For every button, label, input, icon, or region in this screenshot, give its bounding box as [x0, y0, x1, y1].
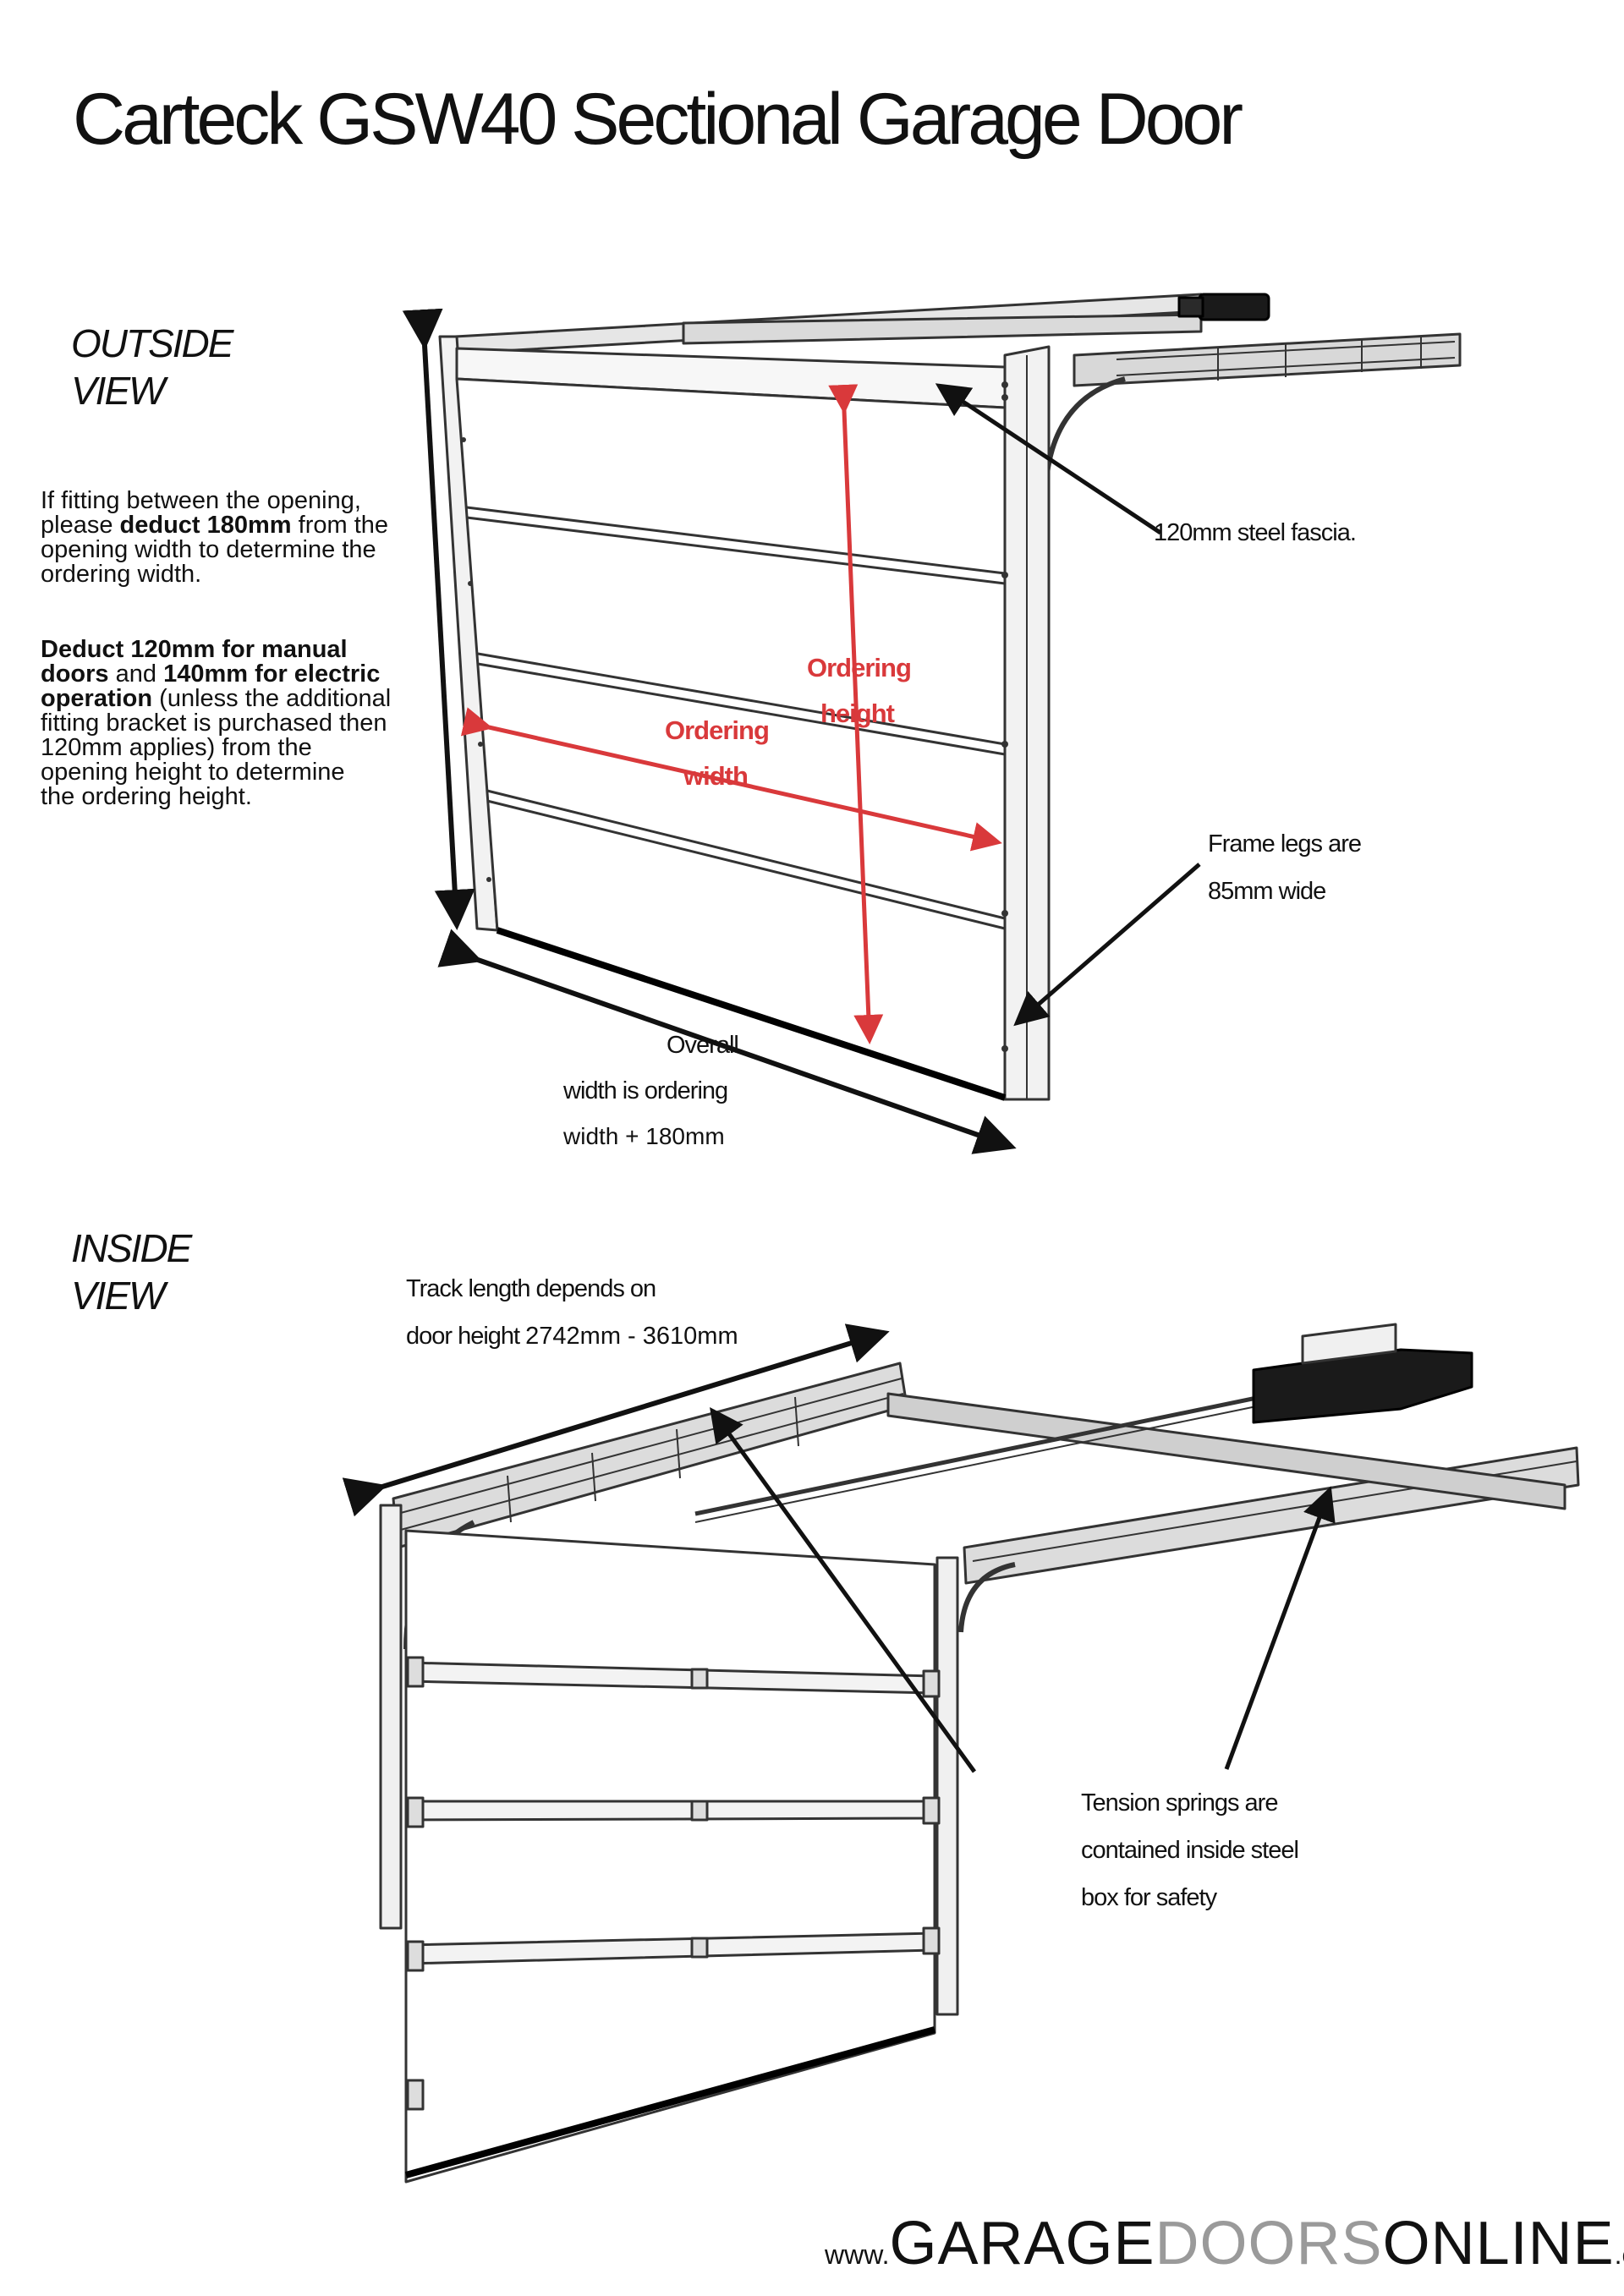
track-length-callout-line2: door height 2742mm - 3610mm [406, 1323, 738, 1350]
inside-view-label-line1: INSIDE [71, 1226, 192, 1270]
springs-callout-line1: Tension springs are [1081, 1789, 1278, 1817]
inside-view-label-line2: VIEW [71, 1274, 166, 1318]
outside-motor-unit [1177, 293, 1270, 321]
fitting-note: If fitting between the opening, please d… [41, 487, 389, 588]
outside-view-label: OUTSIDE VIEW [71, 320, 233, 414]
page-title: Carteck GSW40 Sectional Garage Door [73, 79, 1243, 160]
frame-legs-callout-line1: Frame legs are [1208, 830, 1362, 858]
left-horizontal-track [392, 1362, 908, 1549]
ordering-width-label-line2: width [683, 761, 749, 791]
footer-prefix: www. [825, 2239, 890, 2270]
springs-callout-line2: contained inside steel [1081, 1837, 1299, 1864]
outside-height-arrow [402, 308, 475, 930]
footer-part2: DOORS [1155, 2210, 1383, 2277]
inside-left-frame [379, 1504, 403, 1930]
inside-right-frame [935, 1556, 959, 2016]
overall-width-line3: width + 180mm [563, 1123, 725, 1149]
footer-part1: GARAGE [889, 2210, 1155, 2277]
outside-view-drawing [438, 293, 1462, 1101]
frame-legs-callout-line2: 85mm wide [1208, 878, 1326, 905]
fascia-callout: 120mm steel fascia. [1154, 519, 1357, 546]
footer-part3: ONLINE [1382, 2210, 1615, 2277]
ordering-height-label-line2: height [820, 699, 895, 728]
curved-track [1045, 376, 1126, 474]
footer-suffix: .co.uk [1614, 2239, 1624, 2270]
overall-width-line1: Overall [667, 1032, 739, 1059]
outside-view-label-line2: VIEW [71, 369, 166, 413]
ordering-height-label-line1: Ordering [807, 653, 912, 682]
ordering-width-arrow [460, 707, 1002, 852]
springs-callout-line3: box for safety [1081, 1884, 1217, 1911]
right-curved-track [958, 1562, 1016, 1633]
spring-box-pointer-arrow-2 [1224, 1486, 1336, 1770]
ordering-width-label-line1: Ordering [665, 715, 770, 745]
overall-width-line2: width is ordering [563, 1077, 728, 1104]
outside-view-label-line1: OUTSIDE [71, 321, 233, 365]
fascia-pointer-arrow [935, 383, 1162, 535]
spring-box-pointer-arrow-1 [710, 1406, 977, 1773]
frame-legs-pointer-arrow [1013, 863, 1201, 1027]
inside-door-panel [404, 1529, 936, 2184]
top-track-assembly [453, 293, 1462, 387]
overall-width-arrow [437, 929, 1017, 1154]
inside-view-drawing [379, 1323, 1580, 2184]
right-frame-leg [1003, 345, 1051, 1101]
footer-brand-logo: www.GARAGEDOORSONLINE.co.uk [825, 2209, 1624, 2278]
inside-view-label: INSIDE VIEW [71, 1225, 192, 1319]
inside-bottom-seal [404, 2026, 936, 2178]
track-length-arrow [342, 1323, 890, 1517]
inside-motor-unit [1252, 1323, 1473, 1424]
deduction-note: Deduct 120mm for manual doors and 140mm … [41, 636, 392, 810]
door-hinges [406, 1656, 941, 2111]
track-length-callout-line1: Track length depends on [406, 1275, 656, 1302]
